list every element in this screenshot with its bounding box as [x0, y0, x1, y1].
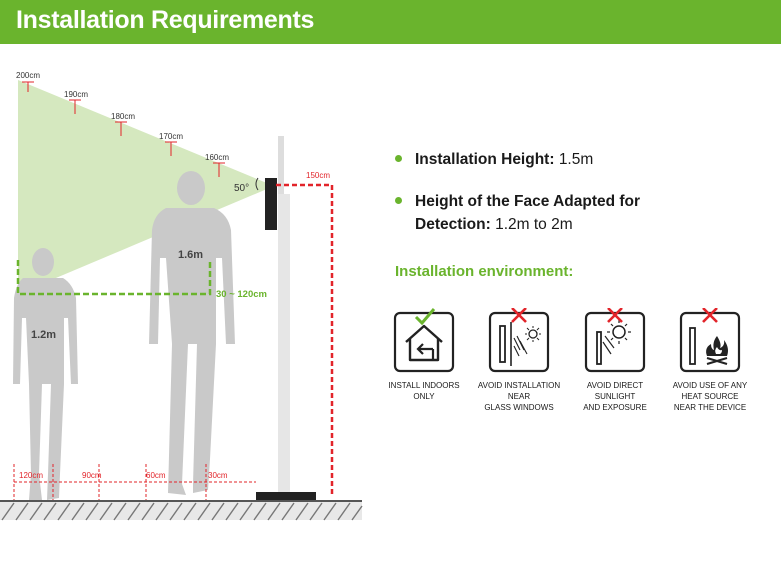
env-item-indoors: INSTALL INDOORS ONLY [376, 308, 472, 402]
face-height-value: 1.2m to 2m [495, 216, 573, 233]
person-tall-height: 1.6m [178, 249, 203, 261]
mark-label: 190cm [64, 90, 88, 99]
glass-window-icon [488, 308, 550, 373]
mark-label: 200cm [16, 71, 40, 80]
header-bar: Installation Requirements [0, 0, 781, 44]
mark-180cm: 180cm [111, 112, 135, 136]
distance-range-label: 30 ~ 120cm [216, 289, 267, 300]
mark-190cm: 190cm [64, 90, 88, 114]
floor-distance-marks: 120cm 90cm 60cm 30cm [13, 464, 256, 500]
floor [0, 500, 363, 521]
floor-distance-label: 30cm [208, 471, 228, 480]
page-title: Installation Requirements [16, 6, 315, 34]
env-item-heat-source: AVOID USE OF ANY HEAT SOURCE NEAR THE DE… [662, 308, 758, 413]
floor-distance-label: 90cm [82, 471, 102, 480]
env-item-sunlight: AVOID DIRECT SUNLIGHT AND EXPOSURE [567, 308, 663, 413]
mark-170cm: 170cm [159, 132, 183, 156]
person-short-silhouette [13, 248, 78, 500]
person-short-height: 1.2m [31, 329, 56, 341]
cross-mark-icon [607, 308, 623, 323]
device-height-guide: 150cm [276, 171, 334, 496]
installation-diagram: 200cm 190cm 180cm 170cm 160cm 1.6m [0, 71, 363, 521]
house-indoor-icon [393, 308, 455, 373]
camera-angle-label: 50° [234, 183, 249, 194]
mark-label: 170cm [159, 132, 183, 141]
installation-height-label: Installation Height: [415, 151, 555, 168]
device-height-label: 150cm [306, 171, 330, 180]
env-caption: AVOID USE OF ANY HEAT SOURCE NEAR THE DE… [672, 381, 748, 412]
camera-angle-arc [255, 177, 259, 191]
bullet-icon [395, 155, 402, 162]
bullet-icon [395, 197, 402, 204]
mark-label: 160cm [205, 153, 229, 162]
person-tall-silhouette [149, 171, 235, 495]
floor-distance-label: 60cm [146, 471, 166, 480]
face-height-label-line2: Detection: [415, 216, 491, 233]
face-height-label-line1: Height of the Face Adapted for [415, 193, 641, 210]
env-caption: INSTALL INDOORS ONLY [388, 381, 460, 401]
mark-label: 180cm [111, 112, 135, 121]
installation-height-item: Installation Height: 1.5m [395, 148, 593, 171]
check-mark-icon [414, 308, 436, 326]
environment-heading: Installation environment: [395, 263, 574, 280]
env-caption: AVOID DIRECT SUNLIGHT AND EXPOSURE [583, 381, 647, 412]
height-marks: 200cm 190cm 180cm 170cm 160cm [16, 71, 229, 177]
env-item-glass-windows: AVOID INSTALLATION NEAR GLASS WINDOWS [471, 308, 567, 413]
mark-200cm: 200cm [16, 71, 40, 92]
floor-distance-label: 120cm [19, 471, 43, 480]
distance-range-guide: 30 ~ 120cm [16, 260, 267, 300]
cross-mark-icon [511, 308, 527, 323]
face-height-item: Height of the Face Adapted for Detection… [395, 190, 640, 236]
env-caption: AVOID INSTALLATION NEAR GLASS WINDOWS [477, 381, 561, 412]
terminal-stand [256, 136, 316, 501]
sunlight-icon [584, 308, 646, 373]
installation-height-value: 1.5m [558, 151, 594, 168]
cross-mark-icon [702, 308, 718, 323]
mark-160cm: 160cm [205, 153, 229, 177]
heat-source-icon [679, 308, 741, 373]
camera-view-cone [18, 80, 274, 294]
